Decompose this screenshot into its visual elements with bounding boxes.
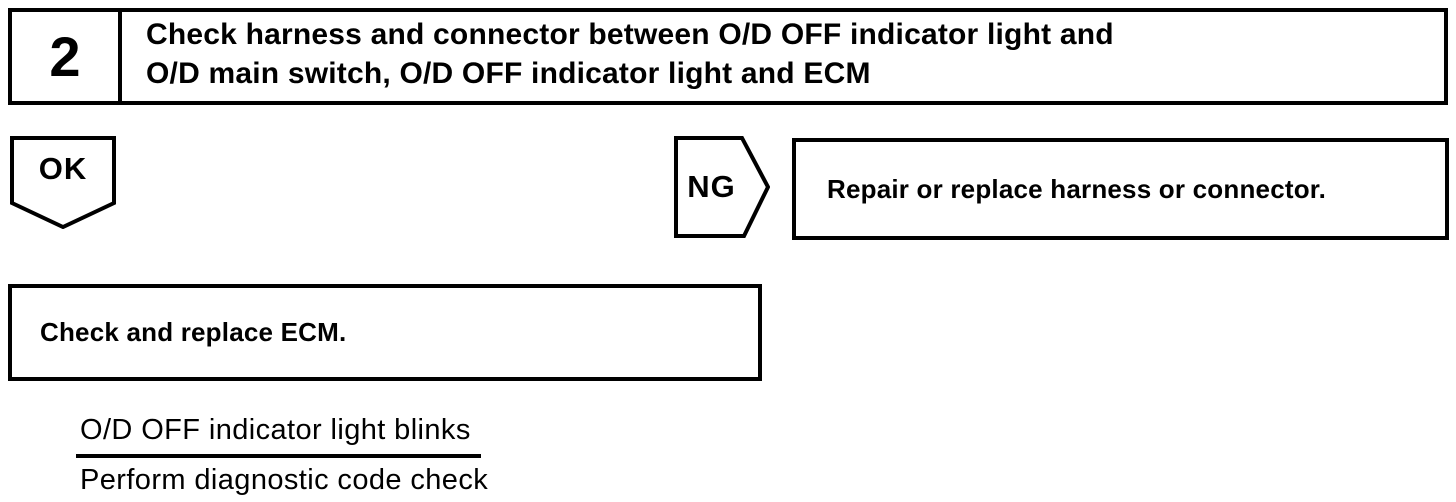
ok-pentagon-down-icon xyxy=(10,136,116,229)
ok-action-text: Check and replace ECM. xyxy=(40,317,347,347)
ng-action-box: Repair or replace harness or connector. xyxy=(792,138,1449,240)
step-instruction-line-1: Check harness and connector between O/D … xyxy=(146,18,1114,51)
ng-connector: NG xyxy=(674,136,770,238)
ng-label: NG xyxy=(687,169,736,204)
footnote: O/D OFF indicator light blinks Perform d… xyxy=(76,414,488,497)
footnote-denominator: Perform diagnostic code check xyxy=(80,464,489,496)
step-box: 2 Check harness and connector between O/… xyxy=(8,8,1448,105)
ng-action-text: Repair or replace harness or connector. xyxy=(827,173,1327,204)
ok-label: OK xyxy=(38,151,88,187)
step-instruction: Check harness and connector between O/D … xyxy=(122,12,1444,101)
step-number: 2 xyxy=(12,12,122,101)
ok-connector: OK xyxy=(10,136,116,229)
step-instruction-line-2: O/D main switch, O/D OFF indicator light… xyxy=(146,57,871,90)
ng-pentagon-right-icon xyxy=(674,136,770,238)
footnote-numerator: O/D OFF indicator light blinks xyxy=(76,414,481,458)
ok-action-box: Check and replace ECM. xyxy=(8,284,762,381)
